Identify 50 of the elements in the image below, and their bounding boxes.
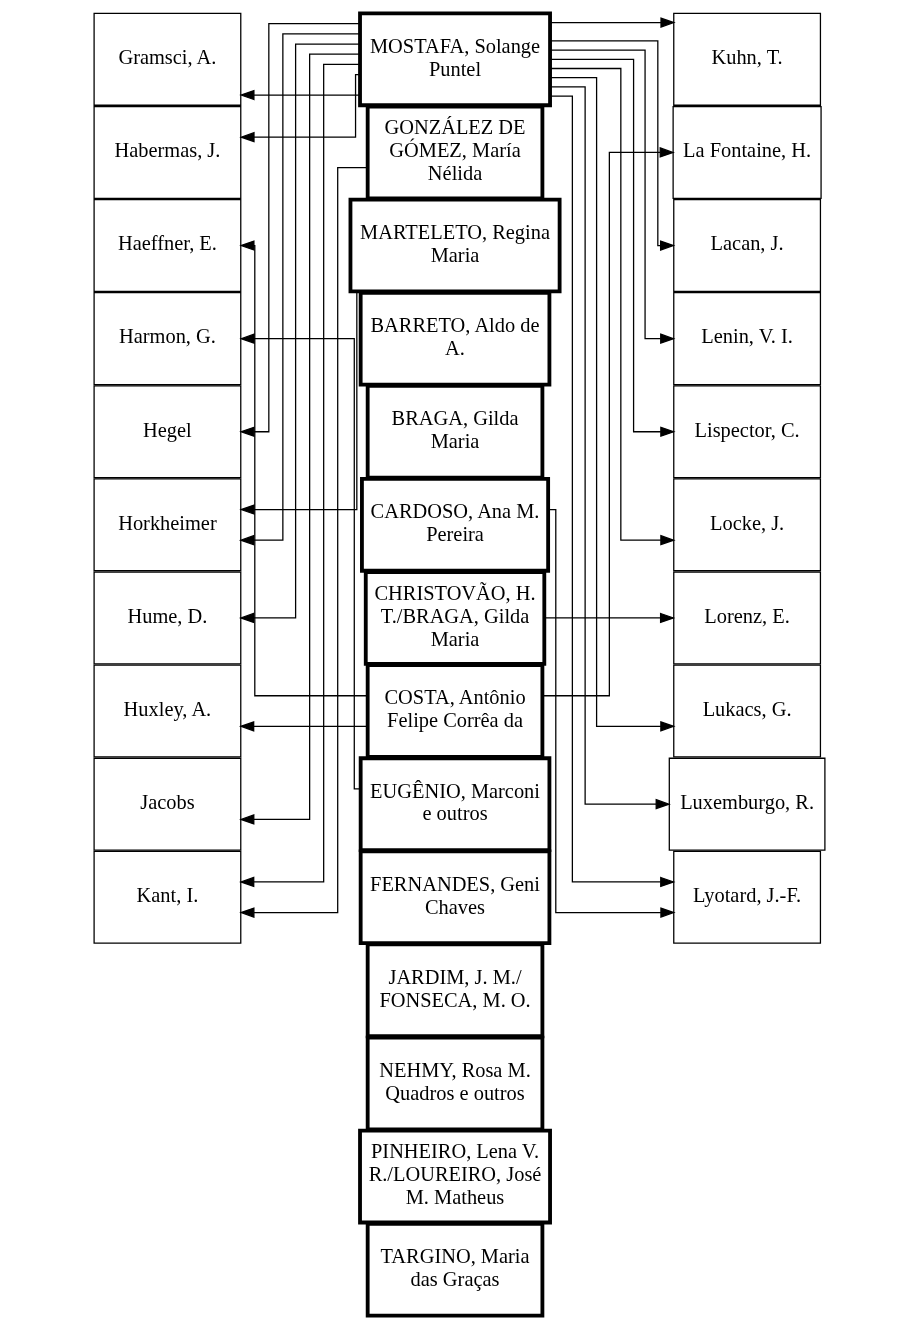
node-box: BRAGA, Gilda Maria [365,383,545,480]
node-box: Hegel [93,385,242,479]
arrow [239,23,361,438]
arrow [544,612,676,624]
node-box: BARRETO, Aldo de A. [358,290,552,387]
node-box: La Fontaine, H. [672,105,822,199]
node-box: Huxley, A. [93,664,242,758]
node-box: COSTA, Antônio Felipe Corrêa da [365,663,545,759]
node-box: TARGINO, Maria das Graças [365,1221,545,1318]
arrow [239,74,361,143]
arrow [239,89,361,101]
arrow [239,333,361,790]
arrow [547,508,676,918]
node-box: NEHMY, Rosa M. Quadros e outros [365,1035,545,1132]
node-box: Jacobs [93,757,242,851]
node-box: Lispector, C. [673,385,822,479]
node-box: Hume, D. [93,571,242,665]
node-box: Lukacs, G. [673,664,822,758]
node-box: MARTELETO, Regina Maria [348,197,562,294]
node-box: FERNANDES, Geni Chaves [358,849,552,946]
node-box: EUGÊNIO, Marconi e outros [358,756,552,852]
node-box: Kant, I. [93,850,242,944]
node-box: CARDOSO, Ana M. Pereira [360,477,551,573]
node-box: Luxemburgo, R. [668,757,826,851]
arrow [541,147,675,697]
node-box: Locke, J. [673,478,822,572]
node-box: Habermas, J. [93,105,242,199]
arrow [549,40,676,251]
node-box: Lyotard, J.-F. [673,850,822,944]
node-box: Kuhn, T. [673,12,822,106]
arrow [549,67,676,546]
node-box: Lorenz, E. [673,571,822,665]
node-box: Harmon, G. [93,292,242,386]
node-box: MOSTAFA, Solange Puntel [358,11,552,108]
node-box: Lacan, J. [673,199,822,293]
node-box: GONZÁLEZ DE GÓMEZ, María Nélida [365,104,545,201]
node-box: JARDIM, J. M./ FONSECA, M. O. [365,942,545,1039]
arrow [549,58,676,438]
node-box: PINHEIRO, Lena V. R./LOUREIRO, José M. Matheus [358,1128,552,1225]
arrow [239,167,368,918]
arrow [549,49,676,344]
node-box: CHRISTOVÃO, H. T./BRAGA, Gilda Maria [363,570,547,666]
node-box: Gramsci, A. [93,12,242,106]
arrow [239,240,368,697]
node-box: Haeffner, E. [93,199,242,293]
arrow [239,290,358,515]
node-box: Horkheimer [93,478,242,572]
node-box: Lenin, V. I. [673,292,822,386]
arrow [239,721,369,732]
arrow [549,17,676,28]
